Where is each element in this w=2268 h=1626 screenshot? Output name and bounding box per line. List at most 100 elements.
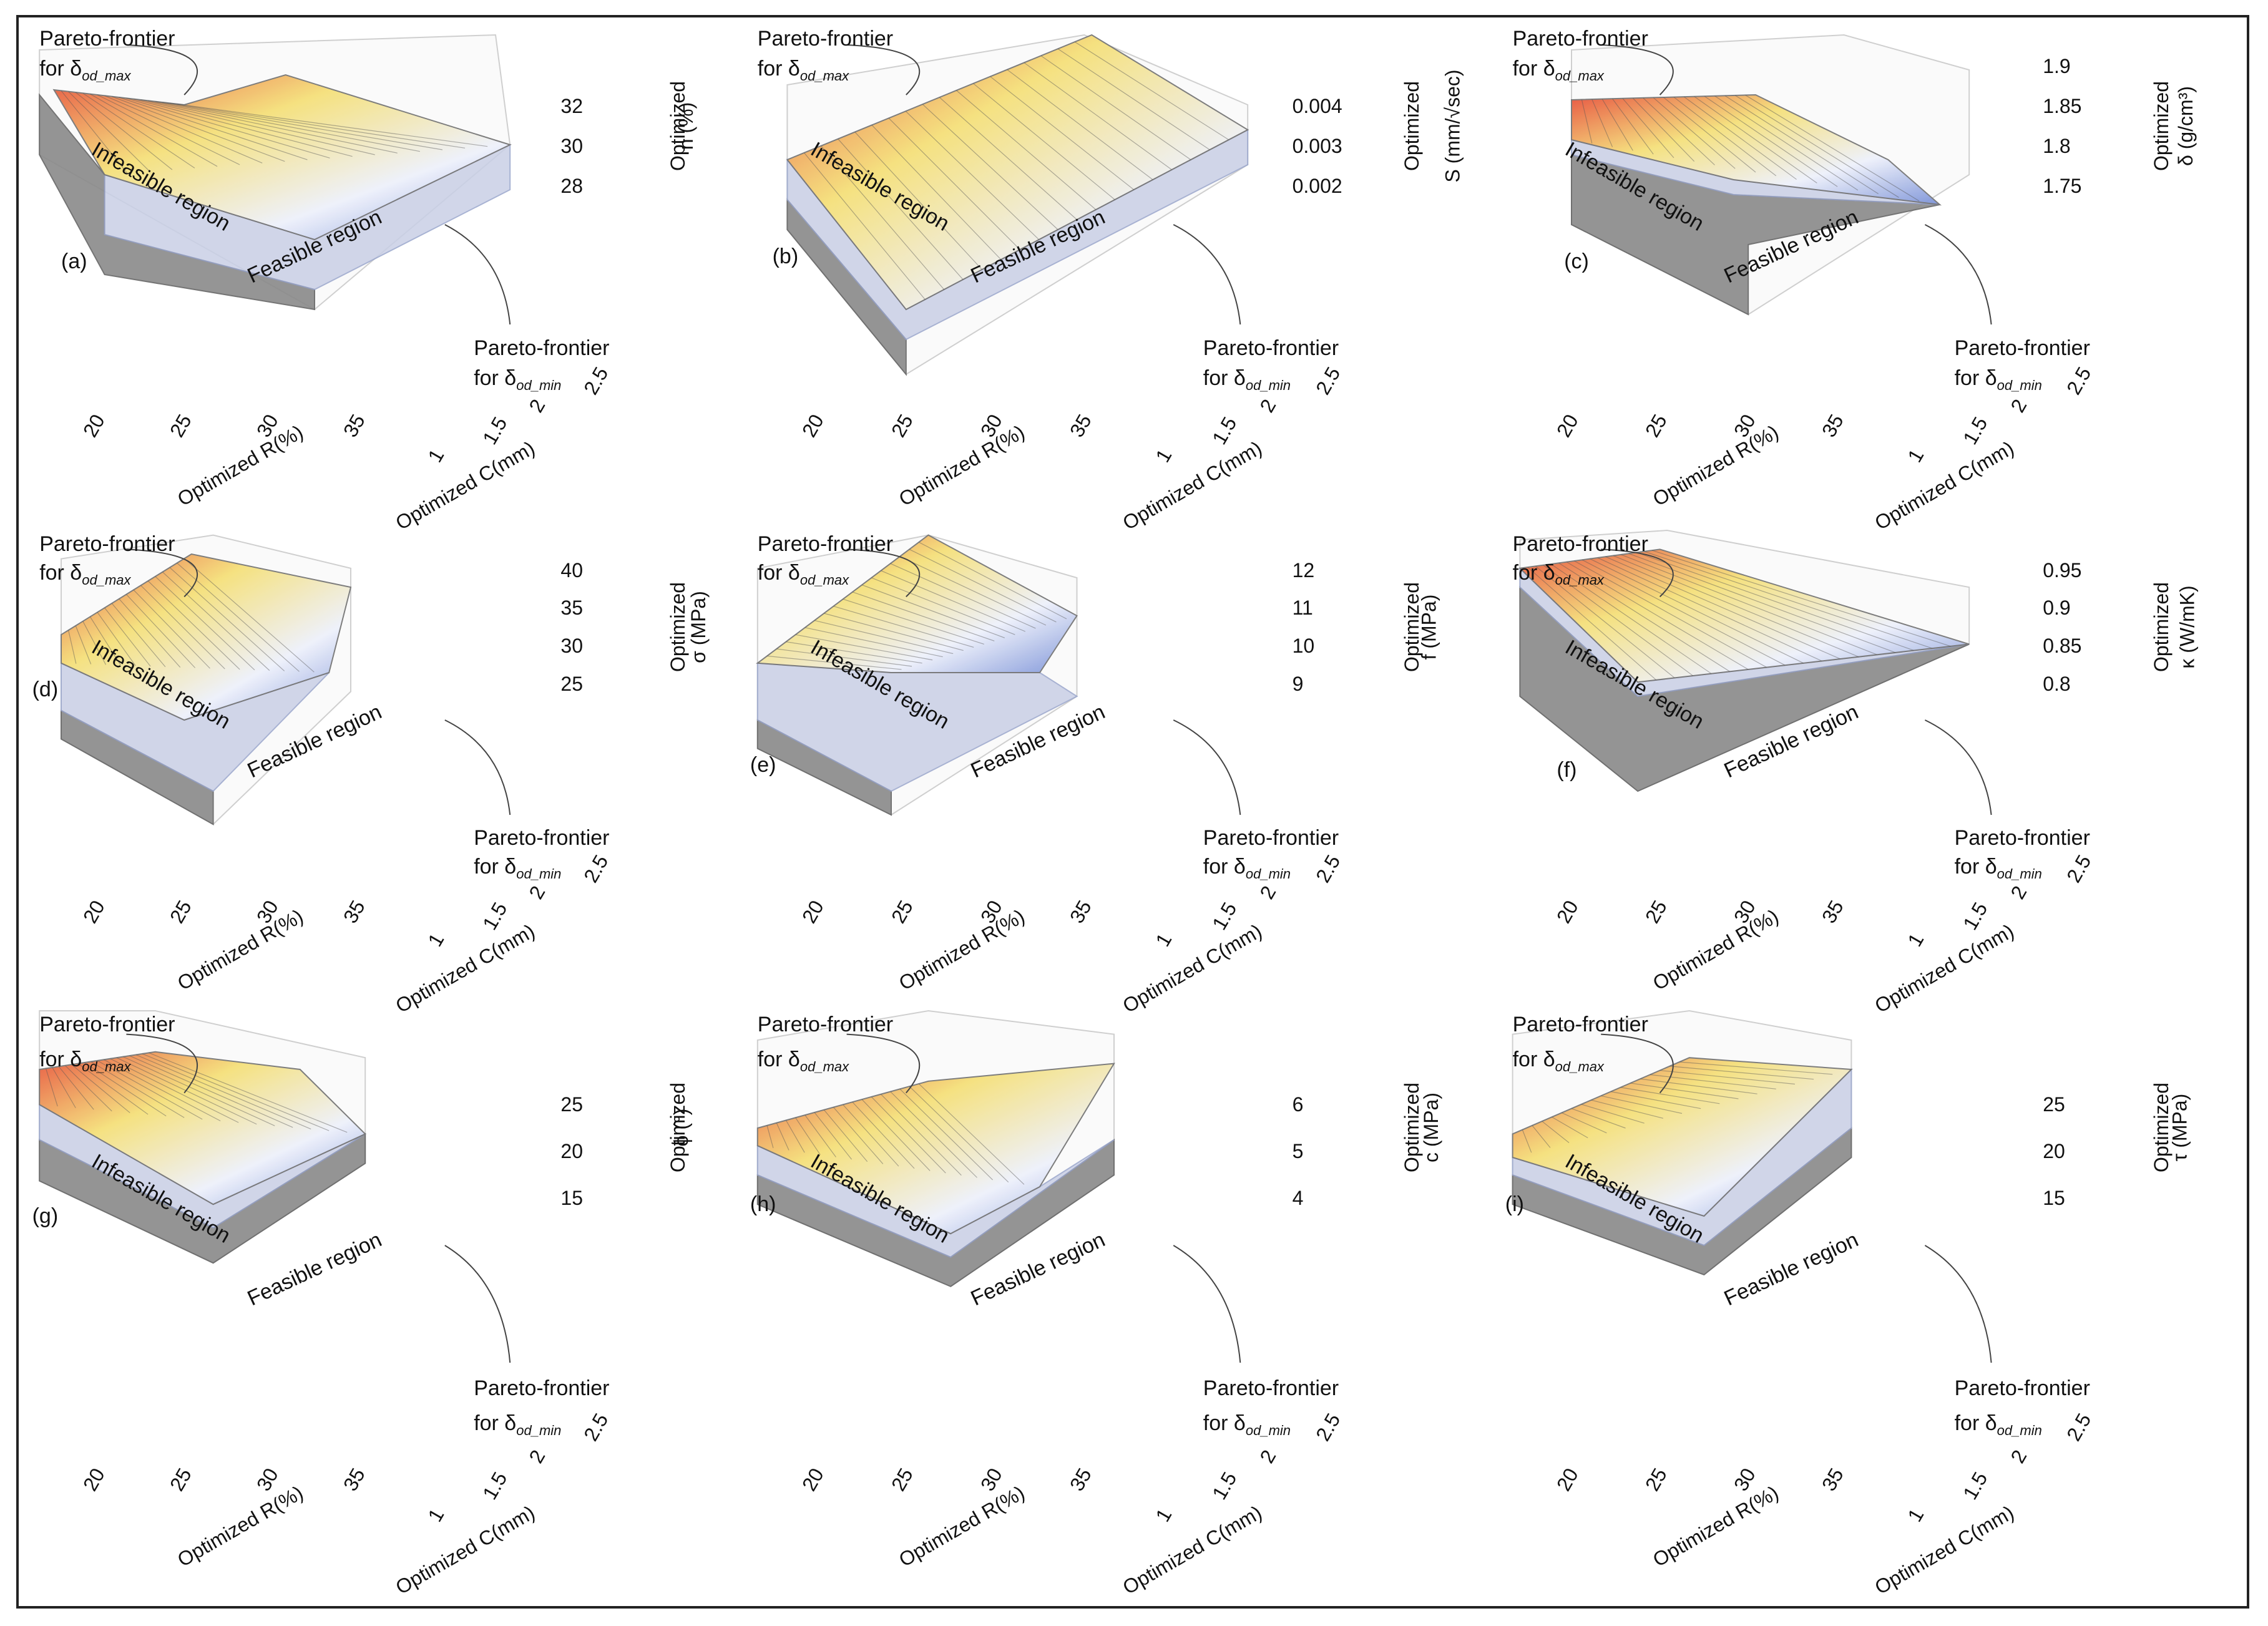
contour-line bbox=[814, 620, 954, 655]
contour-line bbox=[1074, 41, 1229, 140]
pareto-max-subscript: od_max bbox=[82, 572, 131, 588]
contour-line bbox=[52, 1067, 76, 1108]
z-axis-label: τ (MPa) bbox=[2168, 1093, 2191, 1162]
contour-line bbox=[919, 542, 1067, 620]
contour-line bbox=[1620, 1087, 1720, 1104]
pareto-min-subscript: od_min bbox=[1997, 1422, 2042, 1438]
contour-line bbox=[1522, 1129, 1532, 1153]
z-tick: 10 bbox=[1292, 635, 1315, 658]
z-tick: 4 bbox=[1292, 1187, 1304, 1209]
z-tick: 11 bbox=[1292, 596, 1313, 620]
contour-line bbox=[838, 139, 964, 280]
contour-line bbox=[1673, 97, 1777, 177]
pareto-surface bbox=[39, 1051, 366, 1205]
z-tick: 9 bbox=[1292, 673, 1304, 695]
contour-line bbox=[155, 101, 420, 152]
arrow-pareto-min bbox=[1924, 224, 1992, 325]
z-tick: 30 bbox=[560, 135, 583, 157]
contour-line bbox=[1663, 97, 1756, 173]
contour-line bbox=[786, 641, 922, 664]
z-tick: 0.8 bbox=[2043, 673, 2071, 695]
pareto-surface bbox=[786, 34, 1249, 311]
pareto-max-subscript: od_max bbox=[82, 67, 131, 84]
contour-line bbox=[1552, 1116, 1588, 1139]
contour-line bbox=[990, 76, 1135, 190]
z-tick: 25 bbox=[2043, 1093, 2065, 1116]
z-axis-label: n (%) bbox=[675, 102, 698, 150]
contour-line bbox=[89, 616, 121, 666]
pareto-max-label: Pareto-frontier bbox=[39, 27, 175, 51]
pareto-max-for: for δod_max bbox=[1512, 57, 1604, 84]
contour-line bbox=[1527, 567, 1657, 681]
contour-line bbox=[90, 94, 218, 167]
contour-line bbox=[129, 1055, 293, 1128]
contour-line bbox=[169, 567, 285, 671]
z-tick: 15 bbox=[2043, 1187, 2065, 1209]
contour-line bbox=[795, 634, 933, 661]
arrow-pareto-max bbox=[1601, 44, 1674, 95]
contour-line bbox=[125, 594, 196, 668]
arrow-pareto-min bbox=[1924, 1245, 1992, 1363]
contour-line bbox=[82, 92, 195, 168]
contour-line bbox=[97, 94, 240, 165]
pareto-min-label: Pareto-frontier bbox=[474, 336, 610, 360]
contour-line bbox=[119, 97, 308, 160]
pareto-max-label: Pareto-frontier bbox=[1512, 1013, 1648, 1036]
pareto-min-subscript: od_min bbox=[516, 865, 562, 882]
contour-line bbox=[142, 1053, 330, 1131]
contour-line bbox=[899, 556, 1047, 626]
pareto-max-label: Pareto-frontier bbox=[1512, 532, 1648, 556]
z-axis-label: ϕ (°) bbox=[670, 1108, 693, 1147]
pareto-surface bbox=[756, 1063, 1115, 1235]
contour-line bbox=[119, 598, 181, 668]
contour-line bbox=[1683, 96, 1797, 180]
contour-line bbox=[1650, 1074, 1776, 1089]
pareto-min-label: Pareto-frontier bbox=[474, 826, 610, 850]
contour-line bbox=[1562, 1112, 1607, 1134]
z-axis-label: c (MPa) bbox=[1420, 1093, 1443, 1163]
contour-line bbox=[1590, 558, 1804, 664]
pareto-max-label: Pareto-frontier bbox=[1512, 27, 1648, 51]
panel-label: (i) bbox=[1505, 1192, 1524, 1217]
pareto-min-for: for δod_min bbox=[474, 854, 562, 882]
contour-line bbox=[824, 613, 964, 651]
pareto-min-subscript: od_min bbox=[516, 377, 562, 393]
pareto-min-label: Pareto-frontier bbox=[474, 1376, 610, 1400]
z-tick: 5 bbox=[1292, 1139, 1304, 1162]
contour-line bbox=[833, 1107, 884, 1164]
z-tick: 6 bbox=[1292, 1093, 1304, 1116]
contour-line bbox=[1574, 560, 1767, 668]
contour-line bbox=[1643, 97, 1715, 165]
contour-line bbox=[899, 1088, 994, 1181]
pareto-max-subscript: od_max bbox=[799, 1059, 849, 1075]
pareto-max-subscript: od_max bbox=[1555, 1059, 1604, 1075]
pareto-min-for: for δod_min bbox=[1954, 366, 2042, 393]
contour-line bbox=[1653, 97, 1736, 169]
contour-line bbox=[922, 104, 1058, 230]
contour-line bbox=[776, 648, 912, 667]
z-tick: 0.95 bbox=[2043, 558, 2082, 582]
surface-svg-e bbox=[756, 534, 1241, 816]
contour-line bbox=[45, 1068, 58, 1107]
contour-line bbox=[852, 1101, 915, 1169]
contour-line bbox=[140, 585, 225, 669]
contour-line bbox=[177, 562, 300, 672]
contour-line bbox=[135, 1054, 311, 1130]
contour-line bbox=[1694, 96, 1817, 183]
contour-line bbox=[871, 125, 1002, 260]
arrow-pareto-max bbox=[126, 548, 198, 598]
contour-line bbox=[147, 580, 240, 670]
contour-line bbox=[795, 1117, 821, 1156]
z-tick: 20 bbox=[560, 1139, 583, 1162]
contour-line bbox=[1610, 1091, 1701, 1109]
z-tick: 35 bbox=[560, 596, 583, 620]
arrow-pareto-max bbox=[1601, 548, 1674, 598]
contour-line bbox=[1605, 556, 1840, 660]
contour-line bbox=[68, 91, 150, 172]
pareto-surface bbox=[52, 74, 512, 241]
contour-line bbox=[785, 1120, 805, 1153]
